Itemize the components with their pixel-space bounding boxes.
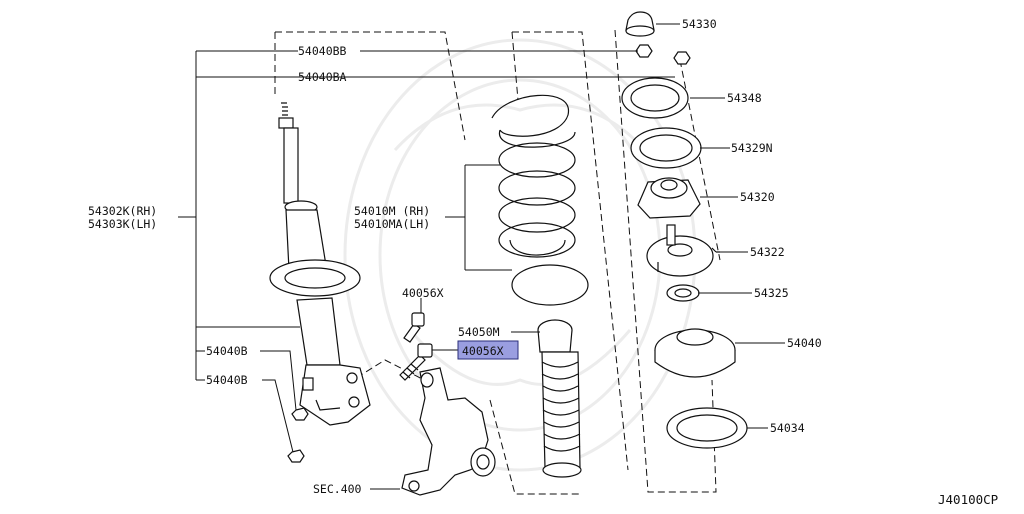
callout-labels: 54330 54040BB 54040BA 54348 54329N 54302… xyxy=(88,17,998,507)
callout-40056X-upper[interactable]: 40056X xyxy=(402,286,444,300)
callout-40056X-highlighted[interactable]: 40056X xyxy=(462,344,504,358)
callout-54303K[interactable]: 54303K(LH) xyxy=(88,217,157,231)
callout-54040[interactable]: 54040 xyxy=(787,336,822,350)
callout-54320[interactable]: 54320 xyxy=(740,190,775,204)
callout-54325[interactable]: 54325 xyxy=(754,286,789,300)
callout-54040BB[interactable]: 54040BB xyxy=(298,44,347,58)
callout-54040BA[interactable]: 54040BA xyxy=(298,70,347,84)
diagram-id: J40100CP xyxy=(938,492,998,507)
bound-bumper xyxy=(537,319,582,478)
highlighted-callout-box[interactable] xyxy=(457,340,519,360)
callout-54010M[interactable]: 54010M (RH) xyxy=(354,204,430,218)
coil-spring xyxy=(491,94,589,306)
callout-54348[interactable]: 54348 xyxy=(727,91,762,105)
callout-54034[interactable]: 54034 xyxy=(770,421,805,435)
callout-54322[interactable]: 54322 xyxy=(750,245,785,259)
callout-54302K[interactable]: 54302K(RH) xyxy=(88,204,157,218)
top-mount-stack xyxy=(621,11,748,449)
callout-54040B-upper[interactable]: 54040B xyxy=(206,344,248,358)
callout-54050M[interactable]: 54050M xyxy=(458,325,500,339)
callout-54040B-lower[interactable]: 54040B xyxy=(206,373,248,387)
bolts-and-nuts xyxy=(287,312,433,463)
callout-sec400[interactable]: SEC.400 xyxy=(313,482,362,496)
callout-54010MA[interactable]: 54010MA(LH) xyxy=(354,217,430,231)
callout-54329N[interactable]: 54329N xyxy=(731,141,773,155)
strut-assembly xyxy=(269,102,371,426)
steering-knuckle xyxy=(401,367,496,496)
leader-lines xyxy=(178,23,785,490)
callout-54330[interactable]: 54330 xyxy=(682,17,717,31)
